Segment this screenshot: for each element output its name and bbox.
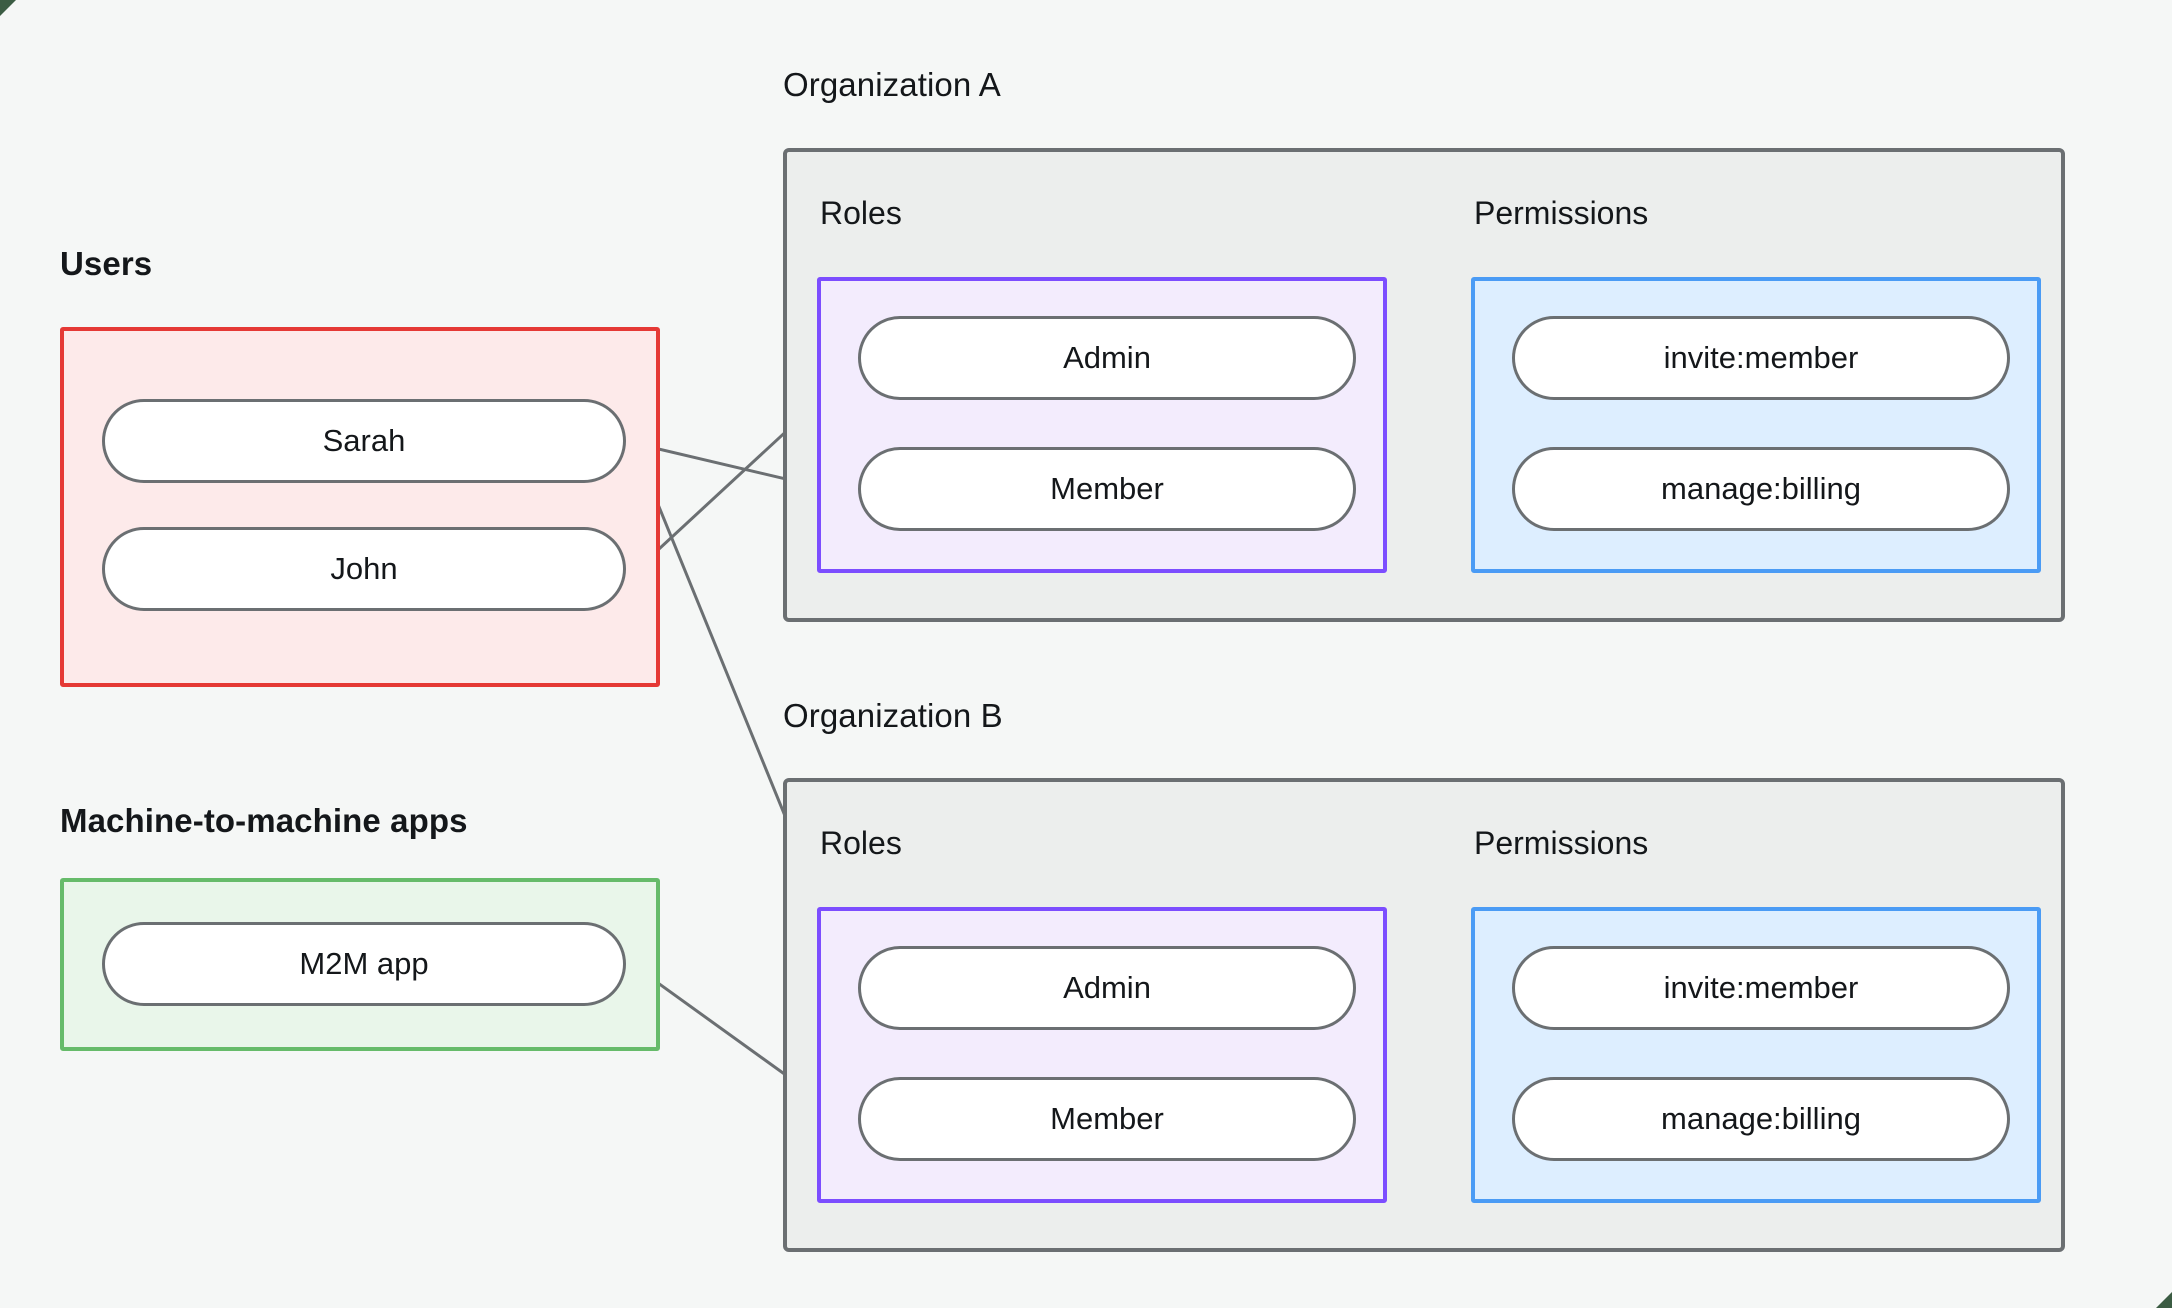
permission-node-invite-member-org-a[interactable]: invite:member [1512,316,2010,400]
org-b-roles-label: Roles [820,825,902,861]
m2m-group-title: Machine-to-machine apps [60,802,468,839]
org-b-roles-cluster: Admin Member [817,907,1387,1203]
org-a-title: Organization A [783,66,1001,103]
role-node-member-org-a-label: Member [1050,471,1164,506]
org-b-permissions-cluster: invite:member manage:billing [1471,907,2041,1203]
users-cluster: Sarah John [60,327,660,687]
org-b-cluster: Roles Permissions Admin Member invite:me… [783,778,2065,1252]
org-a-permissions-cluster: invite:member manage:billing [1471,277,2041,573]
permission-node-invite-member-org-a-label: invite:member [1663,340,1859,375]
role-node-admin-org-b-label: Admin [1063,970,1151,1005]
corner-watermark-top-left [0,0,16,16]
role-node-admin-org-b[interactable]: Admin [858,946,1356,1030]
permission-node-manage-billing-org-a-label: manage:billing [1661,471,1861,506]
org-b-permissions-label: Permissions [1474,825,1649,861]
role-node-member-org-b-label: Member [1050,1101,1164,1136]
m2m-cluster: M2M app [60,878,660,1051]
role-node-admin-org-a-label: Admin [1063,340,1151,375]
m2m-node-app[interactable]: M2M app [102,922,626,1006]
org-a-roles-label: Roles [820,195,902,231]
user-node-john[interactable]: John [102,527,626,611]
user-node-sarah[interactable]: Sarah [102,399,626,483]
org-b-title: Organization B [783,697,1003,734]
permission-node-manage-billing-org-b-label: manage:billing [1661,1101,1861,1136]
org-a-cluster: Roles Permissions Admin Member invite:me… [783,148,2065,622]
user-node-john-label: John [330,551,398,586]
m2m-node-app-label: M2M app [299,946,429,981]
users-group-title: Users [60,245,153,282]
corner-watermark-bottom-right [2156,1292,2172,1308]
permission-node-invite-member-org-b-label: invite:member [1663,970,1859,1005]
user-node-sarah-label: Sarah [322,423,406,458]
role-node-admin-org-a[interactable]: Admin [858,316,1356,400]
permission-node-manage-billing-org-b[interactable]: manage:billing [1512,1077,2010,1161]
permission-node-invite-member-org-b[interactable]: invite:member [1512,946,2010,1030]
role-node-member-org-b[interactable]: Member [858,1077,1356,1161]
permission-node-manage-billing-org-a[interactable]: manage:billing [1512,447,2010,531]
org-a-roles-cluster: Admin Member [817,277,1387,573]
role-node-member-org-a[interactable]: Member [858,447,1356,531]
org-a-permissions-label: Permissions [1474,195,1649,231]
